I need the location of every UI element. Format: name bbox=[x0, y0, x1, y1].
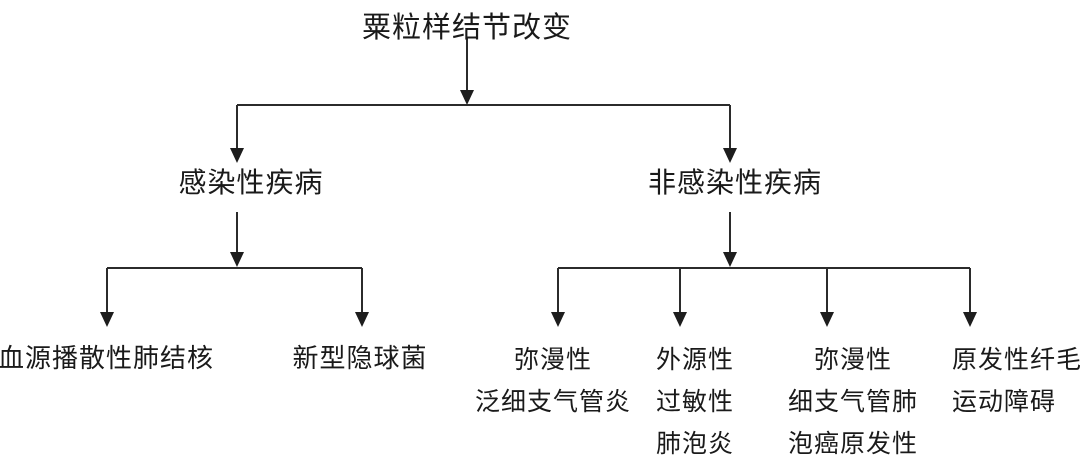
arrow-down-icon bbox=[723, 252, 737, 267]
arrow-down-icon bbox=[723, 148, 737, 163]
leaf-line: 泛细支气管炎 bbox=[474, 389, 632, 416]
leaf-line: 肺泡炎 bbox=[655, 431, 735, 458]
leaf-diffuse-bronchioloalveolar-carcinoma: 弥漫性 细支气管肺 泡癌原发性 bbox=[788, 340, 918, 463]
leaf-diffuse-panbronchiolitis: 弥漫性 泛细支气管炎 bbox=[475, 340, 631, 424]
leaf-line: 泡癌原发性 bbox=[787, 431, 919, 458]
leaf-line: 运动障碍 bbox=[952, 389, 1057, 416]
leaf-hematogenous-tb: 血源播散性肺结核 bbox=[0, 344, 215, 373]
arrow-down-icon bbox=[673, 312, 687, 327]
arrow-down-icon bbox=[820, 312, 834, 327]
leaf-cryptococcus: 新型隐球菌 bbox=[292, 344, 428, 373]
leaf-primary-ciliary-dyskinesia: 原发性纤毛 运动障碍 bbox=[952, 340, 1080, 424]
arrow-down-icon bbox=[230, 148, 244, 163]
leaf-line: 原发性纤毛 bbox=[952, 347, 1080, 374]
arrow-down-icon bbox=[551, 312, 565, 327]
leaf-line: 过敏性 bbox=[655, 389, 735, 416]
infectious-node: 感染性疾病 bbox=[178, 168, 324, 199]
arrow-down-icon bbox=[230, 252, 244, 267]
leaf-line: 弥漫性 bbox=[513, 347, 593, 374]
leaf-line: 细支气管肺 bbox=[787, 389, 919, 416]
arrow-down-icon bbox=[355, 312, 369, 327]
arrow-down-icon bbox=[963, 312, 977, 327]
leaf-line: 弥漫性 bbox=[813, 347, 893, 374]
arrow-down-icon bbox=[460, 90, 474, 105]
root-node: 粟粒样结节改变 bbox=[361, 12, 573, 44]
non-infectious-node: 非感染性疾病 bbox=[647, 168, 823, 199]
leaf-extrinsic-allergic-alveolitis: 外源性 过敏性 肺泡炎 bbox=[656, 340, 734, 463]
leaf-line: 外源性 bbox=[655, 347, 735, 374]
arrow-down-icon bbox=[100, 312, 114, 327]
